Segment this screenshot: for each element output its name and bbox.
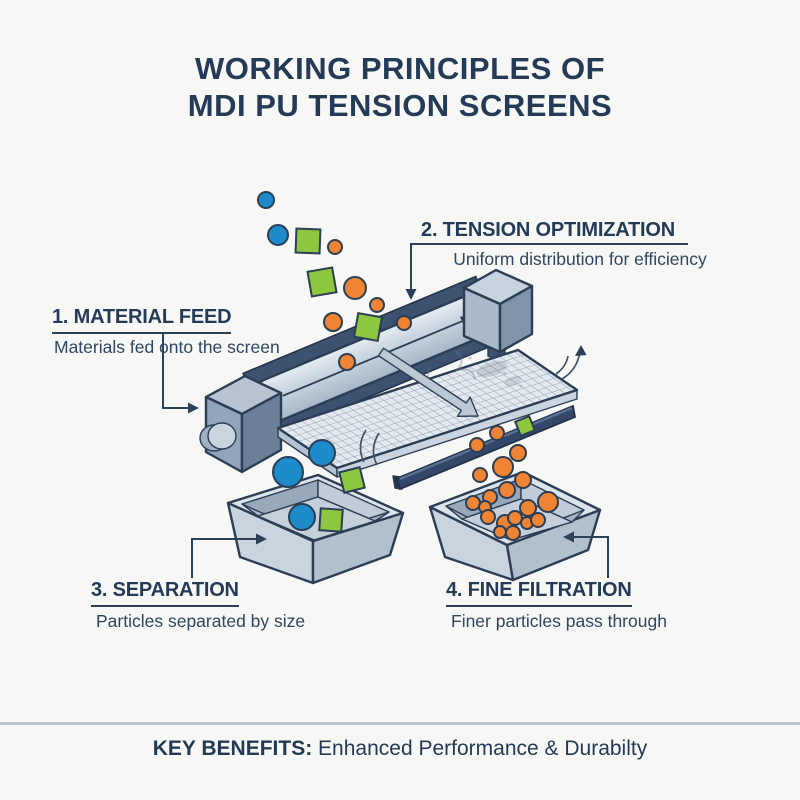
vibrating-screen-machine <box>199 268 587 491</box>
falling-green-particles <box>294 227 537 533</box>
falling-orange-particles <box>323 239 532 489</box>
filtration-bin <box>428 470 602 582</box>
callout-3-description: Particles separated by size <box>96 611 306 631</box>
right-head-block <box>462 268 534 365</box>
key-benefits-text: Enhanced Performance & Durabilty <box>312 737 648 760</box>
left-end-block <box>199 374 283 474</box>
vibration-arrows-right <box>555 345 587 380</box>
leader-fine-filtration <box>563 531 609 578</box>
callout-4-heading: 4. FINE FILTRATION <box>446 579 632 607</box>
leader-separation <box>191 533 267 578</box>
vibration-marks-left <box>359 429 380 466</box>
material-flow-arrow <box>377 347 479 417</box>
feed-knob <box>199 422 237 452</box>
key-benefits: KEY BENEFITS: Enhanced Performance & Dur… <box>0 737 800 761</box>
left-arrow-icon <box>563 531 574 543</box>
callout-3-heading: 3. SEPARATION <box>91 579 239 607</box>
page-title: WORKING PRINCIPLES OF MDI PU TENSION SCR… <box>0 50 800 124</box>
footer-divider <box>0 722 800 725</box>
callout-4-description: Finer particles pass through <box>451 611 667 631</box>
falling-blue-particles <box>257 191 336 531</box>
title-line-2: MDI PU TENSION SCREENS <box>187 88 613 123</box>
callout-1-description: Materials fed onto the screen <box>54 337 280 357</box>
callout-1-heading: 1. MATERIAL FEED <box>52 306 232 334</box>
separation-bin <box>226 473 405 585</box>
title-line-1: WORKING PRINCIPLES OF <box>194 51 606 86</box>
fine-particles-in-bin <box>465 481 559 541</box>
right-arrow-icon <box>256 533 267 545</box>
leader-material-feed <box>162 334 199 414</box>
callout-2-description: Uniform distribution for efficiency <box>453 249 707 269</box>
callout-leaders <box>162 243 688 578</box>
leader-tension-optimization <box>405 243 688 300</box>
callout-2-heading: 2. TENSION OPTIMIZATION <box>421 219 675 241</box>
right-arrow-icon <box>188 402 199 414</box>
key-benefits-label: KEY BENEFITS: <box>152 737 313 760</box>
down-arrow-icon <box>405 289 417 300</box>
